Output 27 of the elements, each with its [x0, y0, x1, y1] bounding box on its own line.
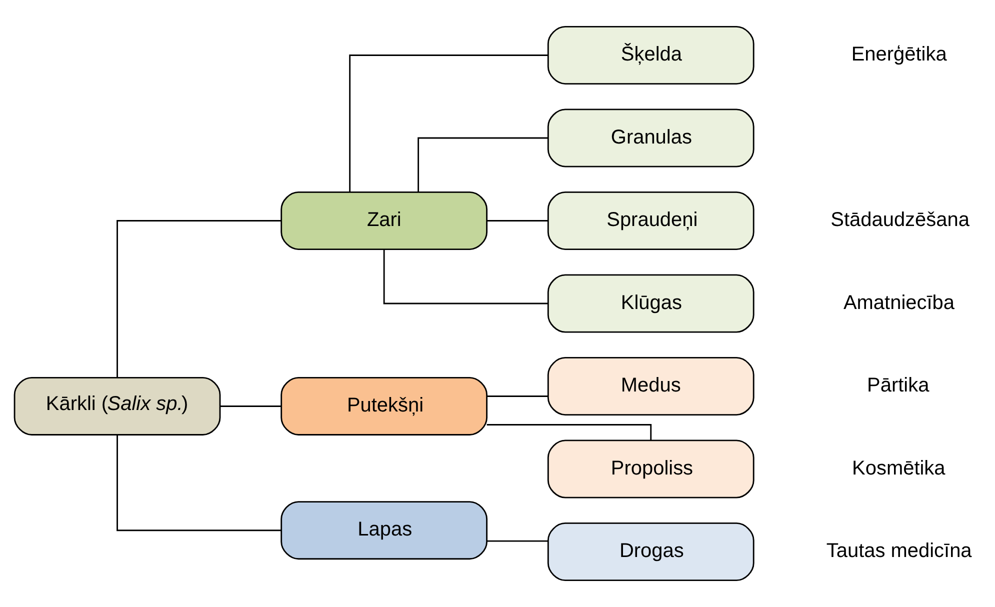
connector [116, 435, 282, 532]
connector [116, 220, 282, 378]
label: Amatniecība [843, 292, 954, 314]
node-box: Medus [547, 357, 754, 416]
node-box: Kārkli (Salix sp.) [14, 376, 221, 436]
label: Tautas medicīna [826, 540, 972, 562]
connector [383, 250, 548, 304]
label: Stādaudzēšana [830, 209, 970, 232]
node-box: Šķelda [547, 26, 754, 84]
label: Kosmētika [852, 457, 946, 480]
label: Pārtika [867, 374, 930, 397]
node-box: Zari [280, 192, 488, 250]
connector [220, 406, 281, 407]
connector [486, 220, 548, 222]
label: Enerģētika [851, 44, 947, 66]
connector [486, 396, 548, 397]
node-box: Putekšņi [280, 376, 488, 436]
node-box: Granulas [547, 108, 754, 168]
connector [486, 424, 652, 440]
connector [486, 540, 548, 542]
connector [418, 137, 548, 192]
node-box: Drogas [547, 522, 754, 581]
node-box: Propoliss [547, 440, 754, 498]
node-box: Spraudeņi [547, 192, 754, 250]
node-box: Klūgas [547, 274, 754, 333]
connector [349, 54, 548, 192]
node-box: Lapas [280, 501, 488, 560]
